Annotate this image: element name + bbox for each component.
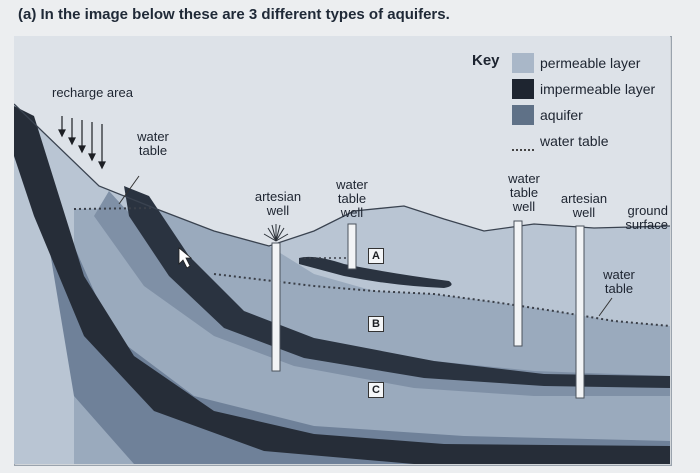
key-label-permeable: permeable layer [540,55,641,71]
water-table-line-right [213,273,670,327]
water-table-pointer-right [598,297,613,317]
label-artesian-well-right: artesian well [560,191,608,220]
mouse-cursor-icon [178,247,193,269]
aquifer-label-c: C [368,382,384,398]
key-label-impermeable: impermeable layer [540,81,656,97]
label-water-table-right: water table [603,267,635,296]
aquifer-label-b: B [368,316,384,332]
key-title: Key [472,52,500,69]
artesian-well-left [271,242,281,372]
label-water-table-well: water table well [336,177,368,220]
key-label-water-table: water table [540,133,609,149]
aquifer-cross-section [14,36,670,464]
aquifer-b-zone [94,191,670,396]
key-item-permeable: permeable layer [512,52,640,74]
label-recharge-area: recharge area [52,85,133,100]
saturated-zone [74,208,670,464]
water-table-line-left [73,207,155,210]
impermeable-swatch [512,79,534,99]
water-table-well-center [347,223,357,270]
aquifer-swatch [512,105,534,125]
impermeable-lens-a [299,256,452,288]
water-table-well-right [513,220,523,347]
key-item-impermeable: impermeable layer [512,78,655,100]
key-item-water-table: water table [512,130,608,152]
label-water-table-well-right: water table well [508,171,540,214]
artesian-well-right [575,225,585,399]
label-artesian-well-left: artesian well [254,189,302,218]
question-heading: (a) In the image below these are 3 diffe… [18,6,450,23]
label-water-table-left: water table [137,129,169,158]
key-label-aquifer: aquifer [540,107,583,123]
water-table-pointer-left [118,175,140,205]
artesian-spray [263,224,289,242]
impermeable-layer-middle [124,186,670,388]
aquifer-label-a: A [368,248,384,264]
recharge-arrows [58,116,106,170]
key-item-aquifer: aquifer [512,104,583,126]
water-table-swatch [512,131,534,151]
label-ground-surface: ground surface [625,203,668,232]
permeable-swatch [512,53,534,73]
